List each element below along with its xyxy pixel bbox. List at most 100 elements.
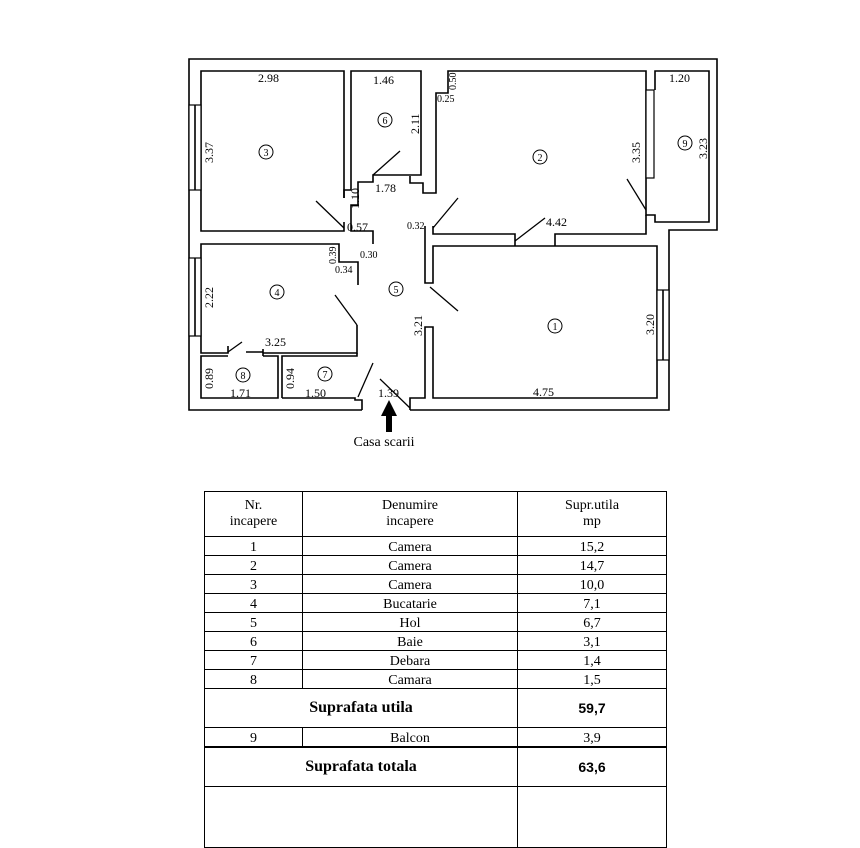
door-9 — [626, 178, 647, 211]
room-nr: 1 — [204, 536, 303, 556]
header-area: Supr.utila mp — [517, 491, 667, 537]
useful-area-label: Suprafata utila — [204, 688, 518, 728]
total-area-value: 63,6 — [517, 746, 667, 787]
svg-text:0.50: 0.50 — [448, 73, 459, 91]
svg-text:1.39: 1.39 — [378, 386, 399, 400]
entrance-arrow-icon — [381, 400, 397, 432]
svg-text:2.98: 2.98 — [258, 71, 279, 85]
svg-text:0.25: 0.25 — [437, 94, 455, 105]
svg-text:0.89: 0.89 — [202, 368, 216, 389]
door-8 — [227, 341, 243, 353]
svg-text:0.32: 0.32 — [407, 221, 425, 232]
door-7 — [357, 362, 374, 398]
table-header: Nr. incapere Denumire incapere Supr.util… — [204, 491, 667, 537]
room-area: 1,4 — [517, 650, 667, 670]
svg-text:4.75: 4.75 — [533, 385, 554, 399]
floor-plan: 1 2 3 4 5 6 7 8 9 2.98 3.37 1.46 2.11 1.… — [188, 58, 718, 450]
svg-text:3.23: 3.23 — [696, 138, 710, 159]
room-name: Bucatarie — [302, 593, 518, 613]
room-area: 6,7 — [517, 612, 667, 632]
room-area: 1,5 — [517, 669, 667, 689]
svg-text:3.25: 3.25 — [265, 335, 286, 349]
svg-text:4.42: 4.42 — [546, 215, 567, 229]
door-6 — [372, 150, 401, 176]
room-name: Debara — [302, 650, 518, 670]
svg-text:3.35: 3.35 — [629, 142, 643, 163]
door-entry — [379, 378, 411, 409]
room-name: Camera — [302, 536, 518, 556]
room-number: 2 — [538, 153, 543, 164]
room-nr: 3 — [204, 574, 303, 594]
window — [645, 89, 655, 179]
room-nr: 5 — [204, 612, 303, 632]
room-nr: 4 — [204, 593, 303, 613]
room-number: 8 — [241, 371, 246, 382]
room-area: 3,9 — [517, 727, 667, 748]
header-nr: Nr. incapere — [204, 491, 303, 537]
svg-text:1.20: 1.20 — [669, 71, 690, 85]
door-1 — [429, 286, 459, 312]
svg-text:0.94: 0.94 — [283, 368, 297, 389]
room-number: 7 — [323, 370, 328, 381]
svg-text:3.37: 3.37 — [202, 142, 216, 163]
door-kitchen-2 — [514, 217, 546, 242]
wall-3-6 — [343, 70, 422, 244]
useful-area-row: Suprafata utila 59,7 — [204, 688, 667, 728]
header-name: Denumire incapere — [302, 491, 518, 537]
room-number: 3 — [264, 148, 269, 159]
svg-text:1.71: 1.71 — [230, 386, 251, 400]
room-nr: 7 — [204, 650, 303, 670]
svg-text:3.20: 3.20 — [643, 314, 657, 335]
room-number: 4 — [275, 288, 280, 299]
room-nr: 2 — [204, 555, 303, 575]
room-number: 1 — [553, 322, 558, 333]
room-name: Hol — [302, 612, 518, 632]
room-area: 7,1 — [517, 593, 667, 613]
dimensions: 2.98 3.37 1.46 2.11 1.78 1.10 0.50 0.25 … — [202, 71, 710, 400]
total-area-row: Suprafata totala 63,6 — [204, 746, 667, 787]
room-number: 9 — [683, 139, 688, 150]
table-row: 9 Balcon 3,9 — [204, 727, 667, 748]
room-number: 6 — [383, 116, 388, 127]
room-area: 10,0 — [517, 574, 667, 594]
svg-text:0.39: 0.39 — [328, 247, 339, 265]
svg-text:1.46: 1.46 — [373, 73, 394, 87]
door-2 — [432, 197, 459, 229]
door-4 — [334, 294, 358, 326]
room-number: 5 — [394, 285, 399, 296]
room-nr: 6 — [204, 631, 303, 651]
svg-text:1.10: 1.10 — [348, 188, 362, 209]
svg-text:2.22: 2.22 — [202, 287, 216, 308]
room-area: 15,2 — [517, 536, 667, 556]
room-7-wall — [281, 353, 358, 398]
svg-text:3.21: 3.21 — [411, 315, 425, 336]
svg-text:0.30: 0.30 — [360, 250, 378, 261]
room-area: 3,1 — [517, 631, 667, 651]
svg-text:0.57: 0.57 — [347, 220, 368, 234]
svg-text:1.50: 1.50 — [305, 386, 326, 400]
room-2-wall — [409, 70, 710, 223]
room-nr: 9 — [204, 727, 303, 748]
room-name: Camara — [302, 669, 518, 689]
room-labels — [235, 112, 693, 383]
room-name: Balcon — [302, 727, 518, 748]
empty-row — [204, 786, 667, 848]
room-1-wall — [409, 226, 658, 410]
svg-text:2.11: 2.11 — [408, 113, 422, 134]
entrance-label: Casa scarii — [353, 435, 414, 450]
room-4-wall — [200, 243, 359, 354]
room-8-wall — [200, 355, 279, 399]
room-area: 14,7 — [517, 555, 667, 575]
room-name: Camera — [302, 555, 518, 575]
door-3 — [315, 200, 345, 229]
area-table: Nr. incapere Denumire incapere Supr.util… — [204, 491, 667, 848]
room-nr: 8 — [204, 669, 303, 689]
outer-wall — [188, 58, 718, 411]
room-name: Baie — [302, 631, 518, 651]
